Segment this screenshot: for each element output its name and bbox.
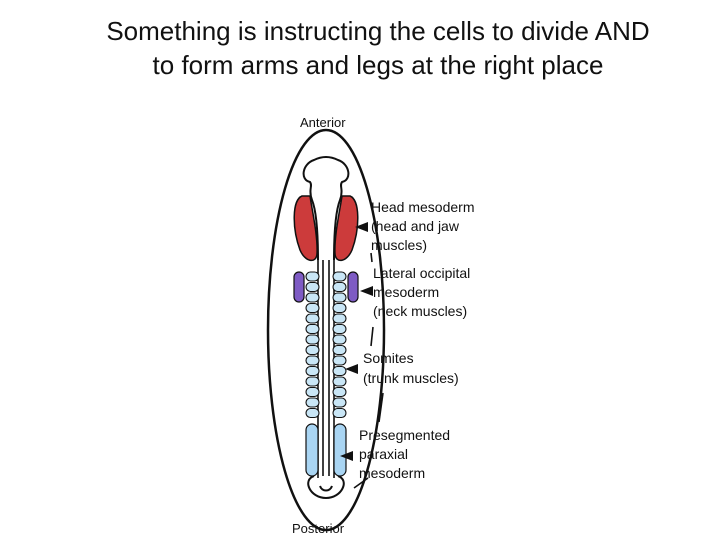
label-presegmented-line-1: Presegmented [359,427,450,443]
connector-2 [370,326,374,347]
annotation-arrows [340,222,373,461]
somite-left [305,386,320,398]
somite-left [305,376,320,387]
label-head-mesoderm-line-3: muscles) [371,237,427,253]
somite-right [332,407,347,419]
connector-lines [353,252,384,489]
label-somites-line-1: Somites [363,350,414,366]
somite-right [332,302,347,314]
somite-left [305,271,320,282]
head-mesoderm-right [334,195,359,262]
somite-left [305,344,320,356]
somite-right [332,323,347,335]
somite-right [332,376,347,387]
slide-title: Something is instructing the cells to di… [0,14,720,82]
presegmented-mesoderm-right [333,423,347,477]
label-lateral-occipital-line-2: mesoderm [373,284,439,300]
somites-group [305,271,347,419]
neural-tube-head [302,156,350,261]
label-presegmented-line-2: paraxial [359,446,408,462]
label-somites-line-2: (trunk muscles) [363,370,459,386]
arrow-lateral-occipital [360,286,373,296]
label-head-mesoderm-line-1: Head mesoderm [371,199,475,215]
connector-1 [370,252,373,263]
somite-left [305,281,320,293]
somite-right [332,397,347,408]
somite-left [305,323,320,335]
arrow-somites [345,364,358,374]
lateral-occipital-left [293,271,305,303]
tail-bud [307,475,345,500]
somite-right [332,334,347,345]
somite-left [305,397,320,408]
label-lateral-occipital-line-1: Lateral occipital [373,265,470,281]
somite-right [332,386,347,398]
anterior-label: Anterior [300,115,346,130]
title-line-1: Something is instructing the cells to di… [106,16,650,46]
somite-left [305,407,320,419]
head-mesoderm-left [293,195,318,262]
annotation-labels: Head mesoderm (head and jaw muscles) Latera… [359,199,475,481]
neural-tube-body [317,258,335,478]
somite-right [332,365,347,377]
label-lateral-occipital-line-3: (neck muscles) [373,303,467,319]
somite-left [305,313,320,324]
somite-left [305,355,320,366]
somite-left [305,292,320,303]
arrow-presegmented [340,451,353,461]
somite-left [305,302,320,314]
somite-right [332,271,347,282]
somite-right [332,292,347,303]
presegmented-mesoderm-left [305,423,319,477]
somite-left [305,365,320,377]
connector-3 [378,392,384,423]
connector-4 [353,477,369,489]
posterior-label: Posterior [292,521,345,536]
somite-right [332,355,347,366]
somite-right [332,344,347,356]
somite-right [332,281,347,293]
embryo-outline [266,128,386,532]
arrow-head-mesoderm [355,222,368,232]
label-presegmented-line-3: mesoderm [359,465,425,481]
title-line-2: to form arms and legs at the right place [152,50,604,80]
label-head-mesoderm-line-2: (head and jaw [371,218,460,234]
somite-right [332,313,347,324]
lateral-occipital-right [347,271,359,303]
somite-left [305,334,320,345]
